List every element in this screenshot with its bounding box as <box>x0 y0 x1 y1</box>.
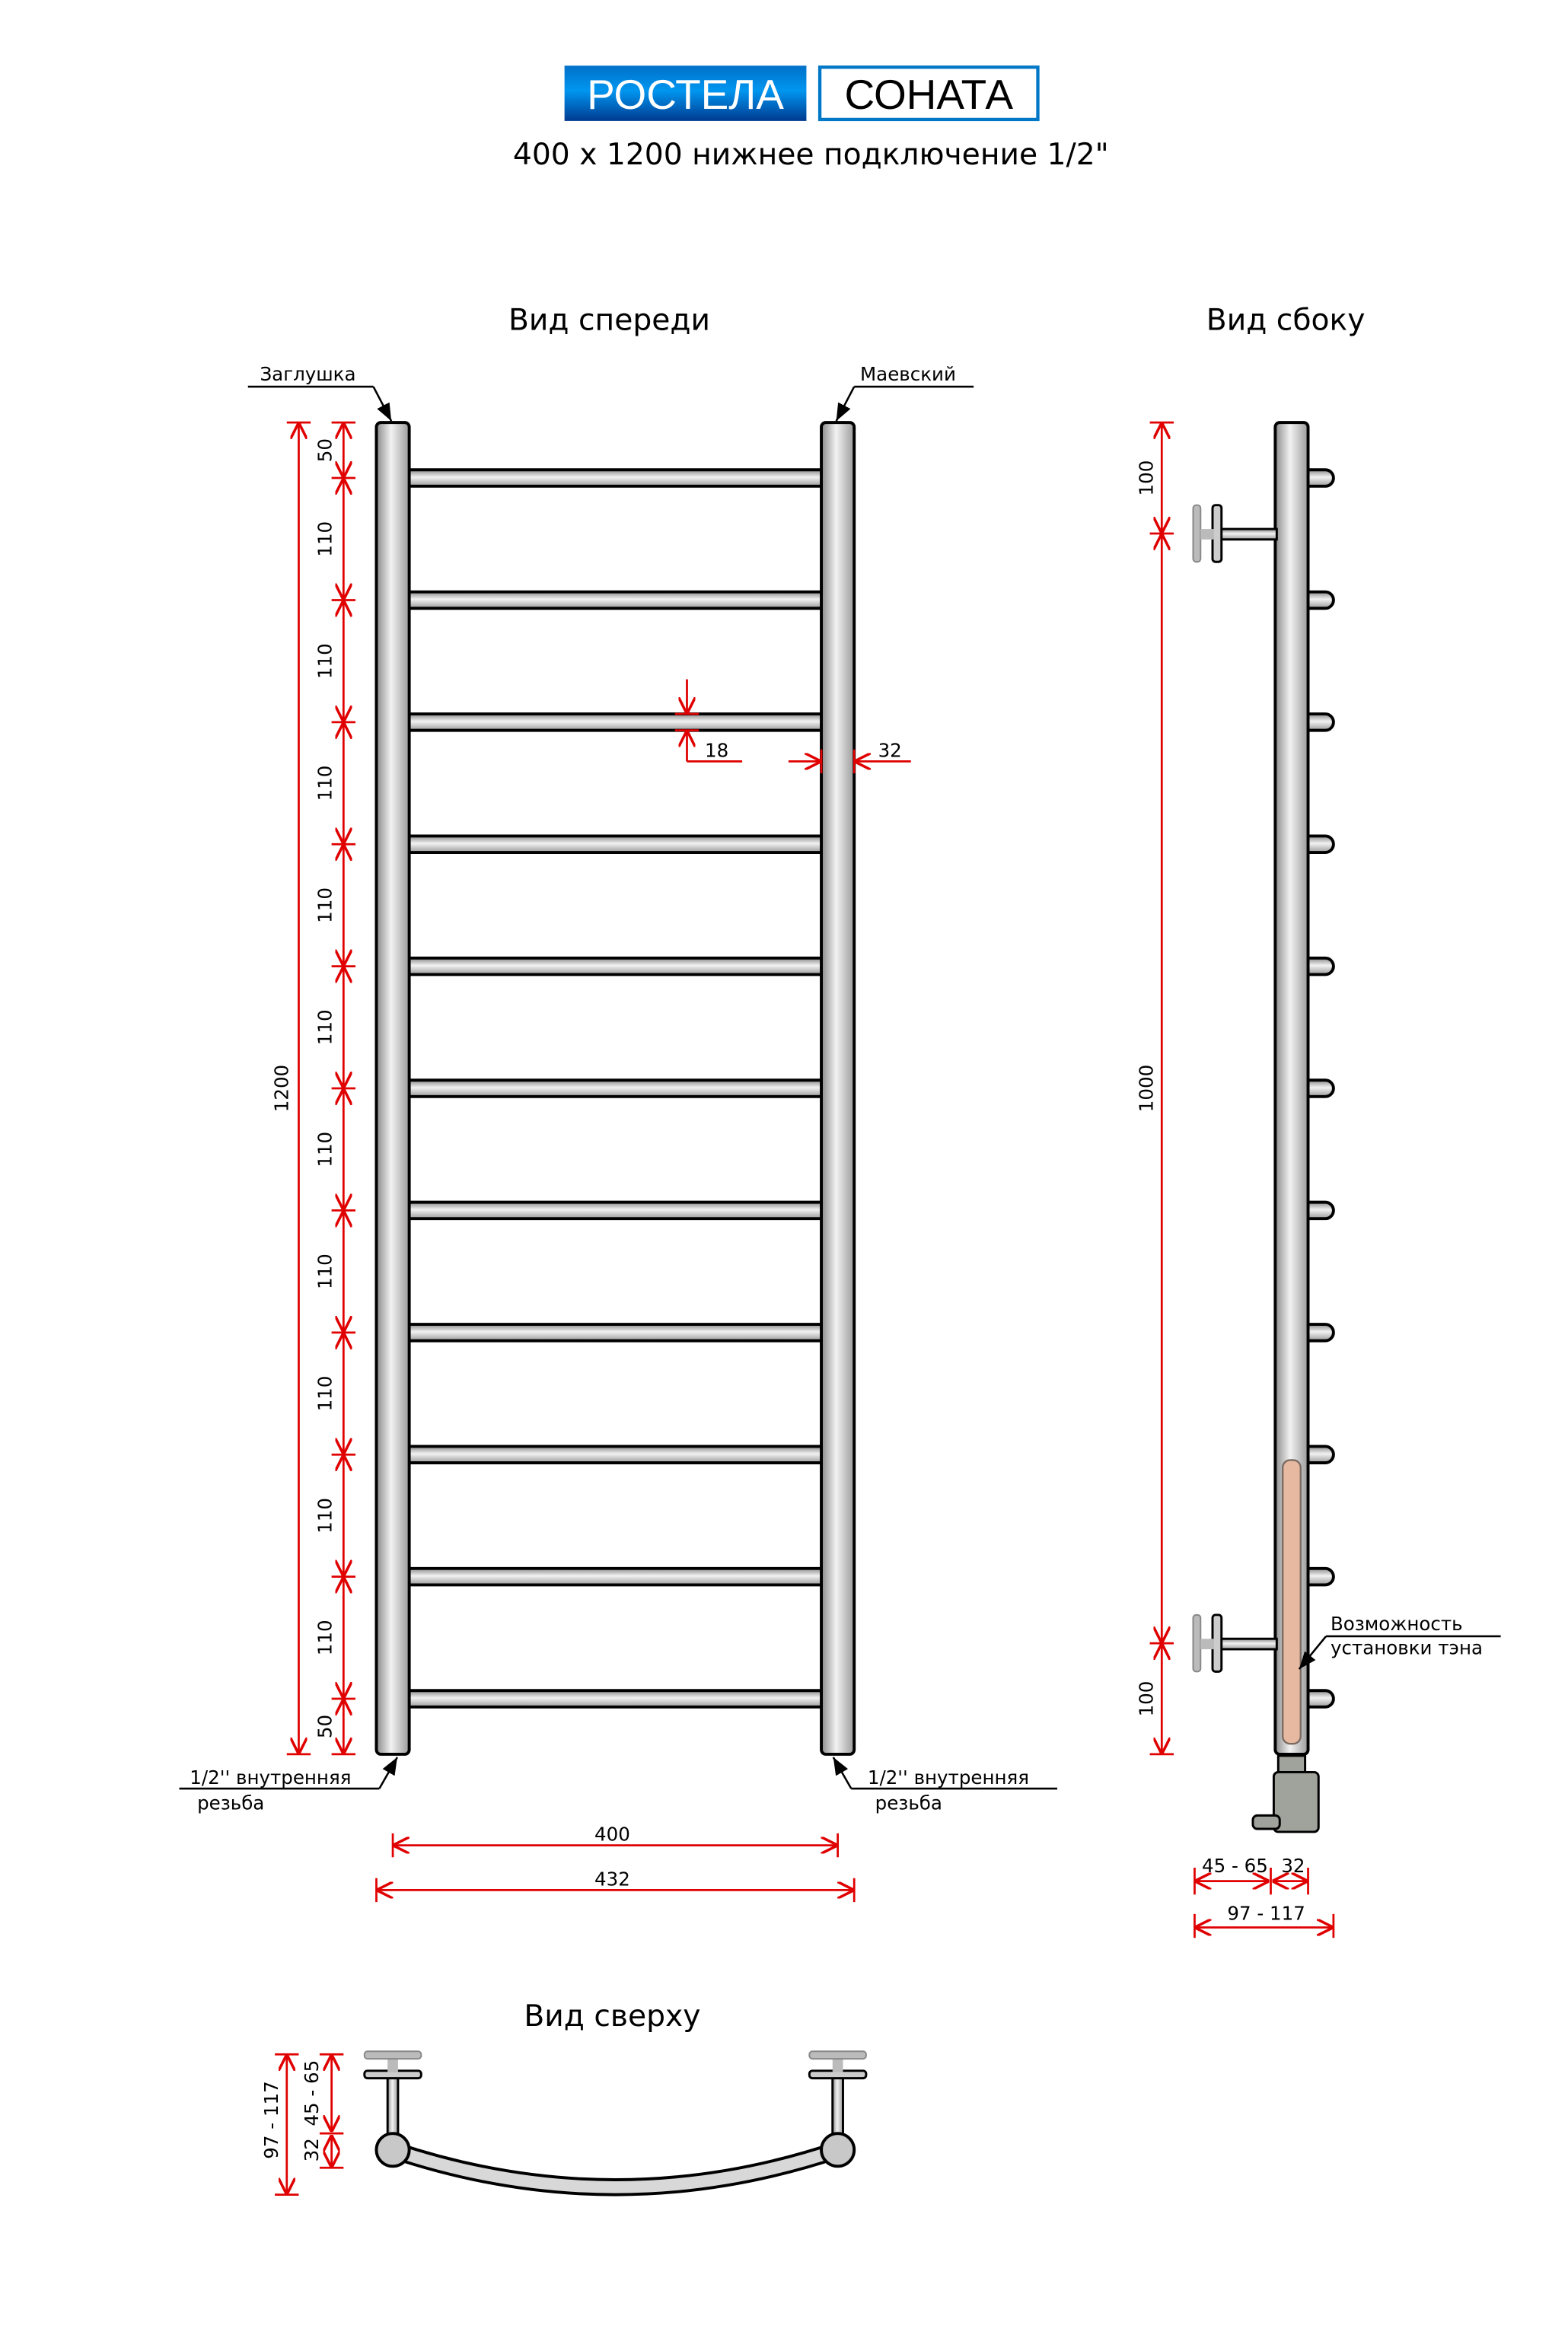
wall-distance-label: 45 - 65 <box>1202 1855 1268 1877</box>
total-width-label: 432 <box>594 1868 630 1891</box>
brand-name: РОСТЕЛА <box>587 71 784 118</box>
segment-dimension-label: 110 <box>314 766 336 801</box>
left-thread-label-line1: 1/2'' внутренняя <box>190 1766 351 1789</box>
left-thread-label-line2: резьба <box>197 1792 264 1814</box>
towel-rung <box>398 956 832 976</box>
bracket-stem <box>1200 1639 1214 1649</box>
side-dimension-label: 100 <box>1136 460 1158 496</box>
plug-label: Заглушка <box>260 363 355 385</box>
towel-rung <box>398 1566 832 1587</box>
front-view-title: Вид спереди <box>508 304 710 338</box>
post-section <box>374 2132 411 2168</box>
heater-label-line2: установки тэна <box>1331 1636 1483 1658</box>
wall-bracket-arm <box>1216 527 1278 541</box>
towel-rung <box>398 1689 832 1709</box>
left-thread-callout-arrow <box>378 1757 399 1789</box>
segment-dimension-label: 110 <box>314 1132 336 1168</box>
segment-dimension-label: 50 <box>314 1715 336 1738</box>
rung-diameter-label: 18 <box>705 740 728 762</box>
brand-logo-box <box>564 65 807 121</box>
heating-element <box>1282 1459 1302 1745</box>
side-view-title: Вид сбоку <box>1206 304 1366 338</box>
towel-rung <box>398 834 832 854</box>
plug-callout-arrow <box>372 386 393 422</box>
right-thread-callout-arrow <box>832 1757 853 1789</box>
curved-rung <box>387 2143 844 2193</box>
right-thread-label-line2: резьба <box>875 1792 942 1814</box>
subtitle: 400 x 1200 нижнее подключение 1/2" <box>513 138 1109 172</box>
top-view-title: Вид сверху <box>524 1999 700 2034</box>
segment-dimension-label: 50 <box>314 438 336 462</box>
front-view: 50 110 110 110 110 110 110 110 110 110 110 50 1200 18… <box>179 363 1057 1903</box>
model-name: СОНАТА <box>845 71 1014 118</box>
air-vent-label: Маевский <box>860 363 956 385</box>
towel-rung <box>398 1200 832 1221</box>
segment-dimension-label: 110 <box>314 643 336 679</box>
top-view: 97 - 117 45 - 65 32 <box>260 2050 868 2196</box>
side-dimension-label: 100 <box>1136 1681 1158 1717</box>
wall-plate <box>1192 1613 1202 1673</box>
towel-rung <box>398 468 832 488</box>
right-thread-label-line1: 1/2'' внутренняя <box>868 1766 1029 1789</box>
towel-rung <box>398 1078 832 1098</box>
air-vent-callout-arrow <box>835 386 856 422</box>
total-depth-label: 97 - 117 <box>1227 1903 1305 1925</box>
right-post <box>820 421 856 1756</box>
towel-rung <box>398 590 832 610</box>
top-total-depth-label: 97 - 117 <box>260 2081 282 2158</box>
segment-dimension-label: 110 <box>314 521 336 557</box>
bracket-stem <box>832 2057 843 2072</box>
heater-callout-arrow <box>1298 1636 1327 1670</box>
wall-bracket-arm <box>386 2074 400 2139</box>
bracket-stem <box>1200 529 1214 540</box>
post-diameter-label: 32 <box>878 740 902 762</box>
axis-width-label: 400 <box>594 1824 630 1846</box>
wall-plate <box>1192 504 1202 563</box>
segment-dimension-label: 110 <box>314 1620 336 1655</box>
heater-control-box <box>1272 1770 1320 1833</box>
heater-label-line1: Возможность <box>1331 1613 1463 1635</box>
heater-cable <box>1251 1814 1281 1830</box>
towel-rung <box>398 1323 832 1343</box>
wall-bracket-arm <box>831 2074 844 2139</box>
bracket-stem <box>387 2057 398 2072</box>
total-height-label: 1200 <box>271 1065 293 1112</box>
side-post <box>1273 421 1310 1756</box>
segment-dimension-label: 110 <box>314 1254 336 1289</box>
side-dimension-label: 1000 <box>1136 1065 1158 1112</box>
post-width-label: 32 <box>1281 1855 1305 1877</box>
top-wall-distance-label: 45 - 65 <box>301 2060 323 2126</box>
segment-dimension-label: 110 <box>314 1498 336 1534</box>
post-section <box>820 2132 856 2168</box>
model-box <box>817 65 1040 122</box>
wall-plate <box>363 2050 422 2060</box>
top-post-width-label: 32 <box>301 2138 323 2161</box>
header: РОСТЕЛА СОНАТА 400 x 1200 нижнее подключ… <box>513 65 1109 172</box>
wall-bracket-arm <box>1216 1637 1278 1651</box>
heater-neck <box>1276 1754 1307 1775</box>
left-post <box>374 421 411 1756</box>
towel-rung <box>398 712 832 732</box>
segment-dimension-label: 110 <box>314 887 336 923</box>
towel-rung <box>398 1445 832 1464</box>
segment-dimension-label: 110 <box>314 1376 336 1412</box>
wall-plate <box>808 2050 867 2060</box>
segment-dimension-label: 110 <box>314 1009 336 1045</box>
